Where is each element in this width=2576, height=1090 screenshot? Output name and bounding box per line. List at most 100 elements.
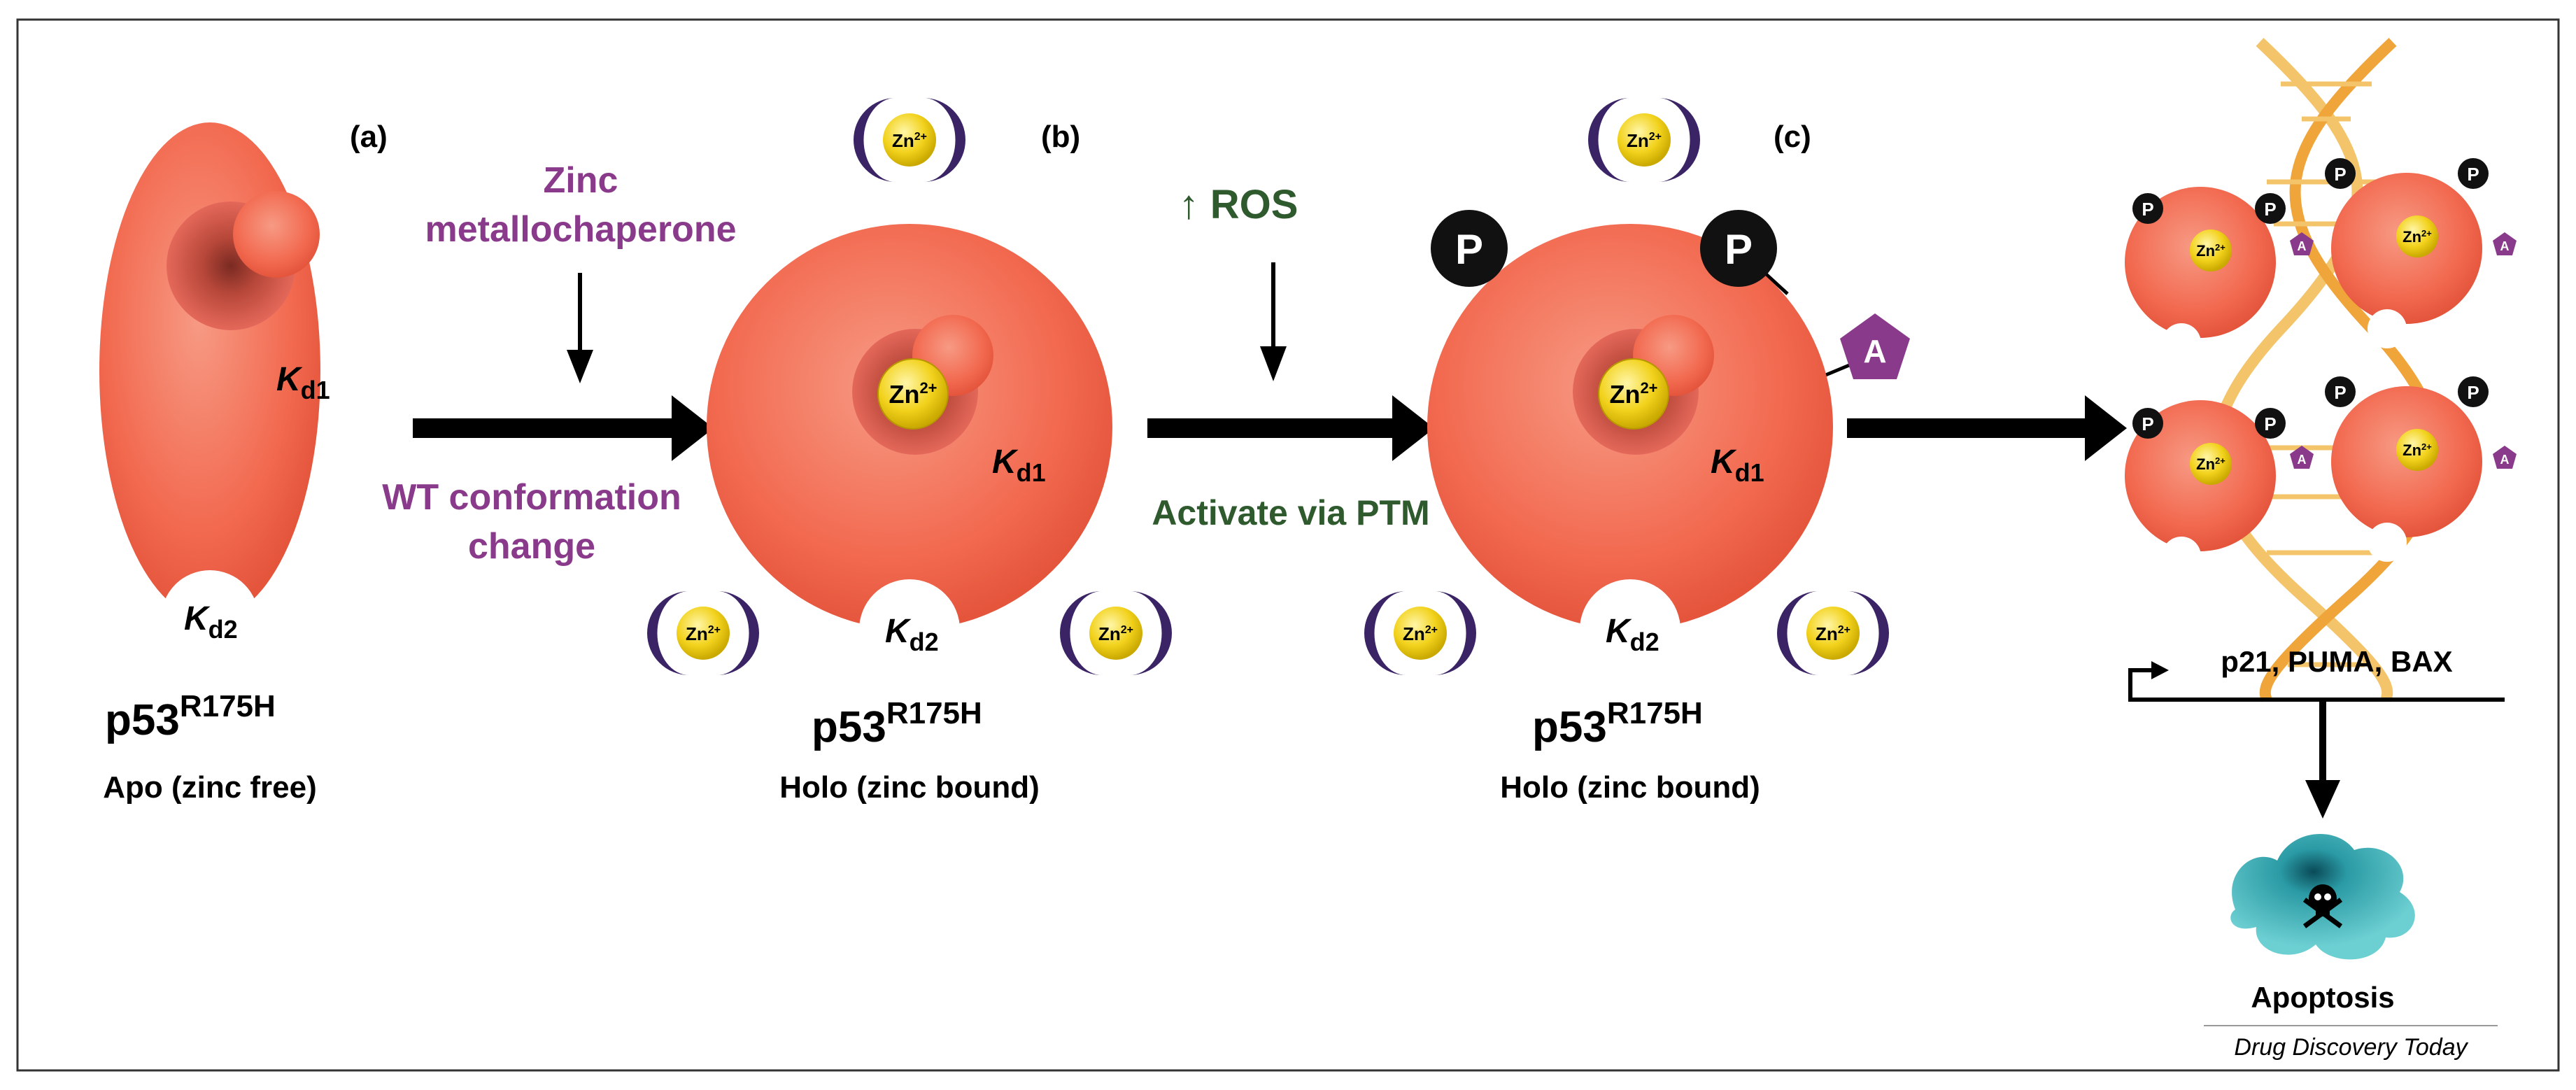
zinc-label-c: Zn2+ <box>1609 379 1657 409</box>
svg-text:P: P <box>2334 382 2346 403</box>
zmc1-zinc-label: Zn2+ <box>1816 623 1850 644</box>
figure-frame <box>16 18 2560 1072</box>
panel-b: Zn2+ Kd1 Kd2 (b) p53R175H Holo (zinc bou… <box>707 120 1112 805</box>
arrow-3 <box>1847 395 2127 461</box>
holo-state-label-b: Holo (zinc bound) <box>779 770 1039 805</box>
holo-pocket-c: Zn2+ <box>1573 315 1714 455</box>
svg-text:Zn2+: Zn2+ <box>2196 455 2225 473</box>
svg-text:Zn2+: Zn2+ <box>2196 242 2225 260</box>
zmc1-label-right: ZMC1 <box>1145 614 1160 652</box>
phosphate-group: P <box>1431 210 1508 287</box>
arrow1-label-bottom-1: WT conformation <box>382 477 681 518</box>
phosphate-group: P <box>1700 210 1777 287</box>
svg-text:P: P <box>2264 199 2276 220</box>
zmc1-zinc-label: Zn2+ <box>892 130 927 151</box>
zmc1-label-right: ZMC1 <box>732 614 747 652</box>
apo-protein-name: p53R175H <box>105 689 276 744</box>
zmc1-complex: Zn2+ ZMC1 ZMC1 <box>854 98 965 182</box>
panel-a-label: (a) <box>350 120 388 154</box>
zmc1-label-right: ZMC1 <box>1449 614 1464 652</box>
acetyl-group: A <box>2290 446 2314 469</box>
zmc1-label-left: ZMC1 <box>659 614 674 652</box>
zmc1-label-right: ZMC1 <box>938 121 954 159</box>
phosphate-group: P <box>2132 193 2163 224</box>
holo-kd2-label-b: Kd2 <box>885 613 939 656</box>
svg-text:P: P <box>1725 226 1753 273</box>
zmc1-complex: Zn2+ ZMC1 ZMC1 <box>1364 591 1476 675</box>
apo-pocket <box>167 191 320 330</box>
zmc1-zinc-label: Zn2+ <box>1403 623 1438 644</box>
tetramer-subunit: Zn2+ <box>2125 400 2276 576</box>
svg-text:A: A <box>2500 239 2510 253</box>
skull-icon <box>2302 884 2343 928</box>
arrow1-label-bottom-2: change <box>468 526 595 567</box>
tetramer-phosphates: P P P P P P P P <box>2132 158 2489 439</box>
arrow-1: Zinc metallochaperone WT conformation ch… <box>382 160 736 567</box>
panel-b-label: (b) <box>1041 120 1080 154</box>
arrow-4 <box>2305 700 2340 819</box>
svg-text:A: A <box>2298 453 2307 467</box>
svg-text:P: P <box>2142 199 2153 220</box>
phosphate-group: P <box>2458 376 2489 407</box>
holo-kd2-notch-c <box>1580 579 1680 680</box>
holo-state-label-c: Holo (zinc bound) <box>1500 770 1760 805</box>
svg-text:P: P <box>2264 413 2276 434</box>
zmc1-zinc-label: Zn2+ <box>686 623 721 644</box>
zmc1-label-right: ZMC1 <box>1673 121 1688 159</box>
arrow2-label-top: ↑ ROS <box>1179 182 1298 227</box>
zmc1-label-left: ZMC1 <box>1072 614 1087 652</box>
phosphate-group: P <box>2325 158 2356 189</box>
zinc-ion-b <box>877 358 949 430</box>
tetramer-subunit: Zn2+ <box>2125 187 2276 362</box>
acetyl-group: A <box>2493 446 2517 469</box>
svg-text:Zn2+: Zn2+ <box>2402 228 2432 246</box>
panel-a: Kd1 Kd2 (a) p53R175H Apo (zinc free) <box>99 120 388 805</box>
svg-text:A: A <box>2500 453 2510 467</box>
apo-kd2-label: Kd2 <box>184 600 238 644</box>
zmc1-label-left: ZMC1 <box>1600 121 1615 159</box>
holo-kd1-label-b: Kd1 <box>992 444 1046 487</box>
zmc1-label-right: ZMC1 <box>1862 614 1877 652</box>
arrow-2: ↑ ROS Activate via PTM <box>1147 182 1434 532</box>
gene-list: p21, PUMA, BAX <box>2221 645 2452 678</box>
journal-name: Drug Discovery Today <box>2234 1034 2468 1061</box>
apo-kd1-label: Kd1 <box>276 361 330 404</box>
panel-c: Zn2+ Kd1 Kd2 (c) P P A p53R175H Holo (zi… <box>1427 120 1910 805</box>
zmc1-label-left: ZMC1 <box>1376 614 1392 652</box>
holo-kd1-label-c: Kd1 <box>1711 444 1764 487</box>
zmc1-zinc-label: Zn2+ <box>1098 623 1133 644</box>
svg-text:A: A <box>2298 239 2307 253</box>
apo-state-label: Apo (zinc free) <box>103 770 317 805</box>
svg-text:P: P <box>2142 413 2153 434</box>
tetramer-subunit: Zn2+ <box>2331 173 2482 348</box>
svg-text:P: P <box>2334 164 2346 185</box>
acetyl-group: A <box>2290 232 2314 255</box>
apoptotic-cell: Apoptosis <box>2230 834 2415 1014</box>
outcome-label: Apoptosis <box>2251 981 2394 1014</box>
phosphate-group: P <box>2325 376 2356 407</box>
zmc1-complex: Zn2+ ZMC1 ZMC1 <box>1060 591 1172 675</box>
phosphate-group: P <box>2255 408 2286 439</box>
holo-protein-name-b: p53R175H <box>812 696 982 751</box>
zinc-ion-c <box>1598 358 1669 430</box>
holo-kd2-label-c: Kd2 <box>1606 613 1659 656</box>
zmc1-complex: Zn2+ ZMC1 ZMC1 <box>647 591 759 675</box>
gene-promoter: p21, PUMA, BAX <box>2128 645 2505 702</box>
zmc1-zinc-label: Zn2+ <box>1627 130 1662 151</box>
zinc-label-b: Zn2+ <box>889 379 937 409</box>
panel-c-label: (c) <box>1774 120 1811 154</box>
arrow1-label-top-1: Zinc <box>544 160 618 201</box>
phosphate-group: P <box>2458 158 2489 189</box>
acetyl-group: A <box>1840 313 1910 379</box>
svg-text:A: A <box>1863 333 1886 369</box>
zmc1-label-left: ZMC1 <box>865 121 881 159</box>
holo-pocket-b: Zn2+ <box>852 315 993 455</box>
svg-text:P: P <box>1455 226 1483 273</box>
zmc1-complex: Zn2+ ZMC1 ZMC1 <box>1588 98 1700 182</box>
svg-text:P: P <box>2467 164 2479 185</box>
zmc1-complex: Zn2+ ZMC1 ZMC1 <box>1777 591 1889 675</box>
arrow2-label-bottom: Activate via PTM <box>1152 493 1429 532</box>
phosphate-group: P <box>2255 193 2286 224</box>
acetyl-group: A <box>2493 232 2517 255</box>
